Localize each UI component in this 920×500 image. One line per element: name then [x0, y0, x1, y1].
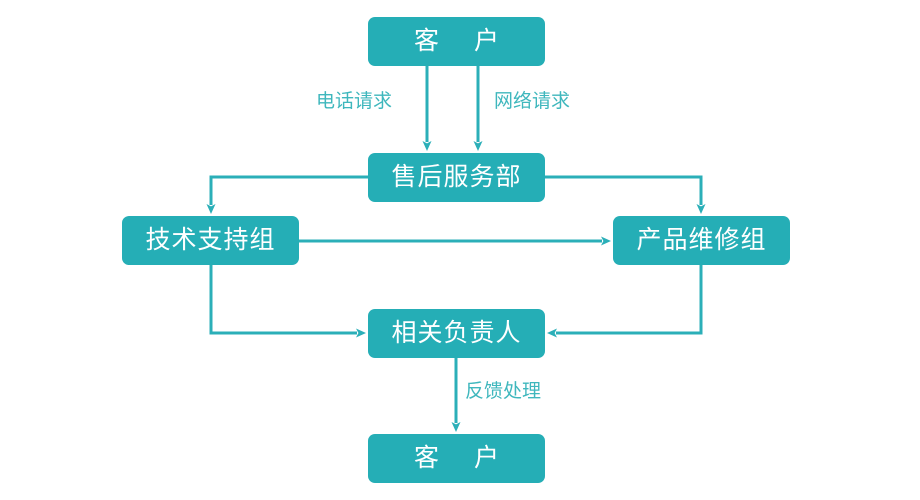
- edge-service-to-tech-support: [206, 175, 368, 214]
- node-customer-bottom[interactable]: 客 户: [368, 434, 545, 483]
- edge-label-phone-request: 电话请求: [316, 91, 393, 112]
- node-tech-support-group[interactable]: 技术支持组: [122, 216, 299, 265]
- edge-label-feedback-handling: 反馈处理: [465, 381, 542, 402]
- node-product-repair-group[interactable]: 产品维修组: [613, 216, 790, 265]
- node-customer-top[interactable]: 客 户: [368, 17, 545, 66]
- edge-product-repair-to-responsible: [547, 265, 703, 338]
- node-after-sales-service[interactable]: 售后服务部: [368, 153, 545, 202]
- node-responsible-person[interactable]: 相关负责人: [368, 309, 545, 358]
- edge-tech-support-to-responsible: [209, 265, 366, 338]
- edge-service-to-product-repair: [545, 175, 706, 214]
- edge-label-network-request: 网络请求: [494, 91, 571, 112]
